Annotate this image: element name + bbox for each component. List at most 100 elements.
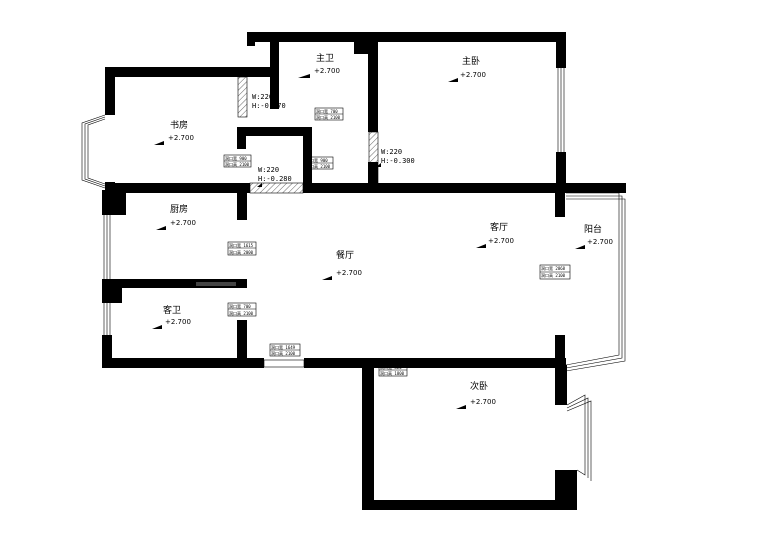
- beam-study: [237, 76, 248, 118]
- svg-text:洞口宽 700: 洞口宽 700: [316, 108, 338, 114]
- bed-window: [557, 68, 565, 152]
- study-bay-window: [81, 114, 106, 189]
- label-master-bath: 主卫: [316, 52, 334, 64]
- beams: [237, 76, 379, 194]
- svg-text:洞口宽 1649: 洞口宽 1649: [271, 344, 296, 350]
- wall-bottom-mid: [304, 358, 566, 368]
- elev-marker: [152, 325, 162, 329]
- elev-study: +2.700: [168, 134, 194, 142]
- door-tag-living: 洞口宽 2868 洞口高 2100: [539, 264, 571, 280]
- door-tag-kitchen: 洞口宽 1615 洞口高 2000: [227, 241, 257, 256]
- vent-grille: [321, 359, 339, 366]
- elev-marker: [476, 244, 486, 248]
- svg-text:洞口高 2000: 洞口高 2000: [229, 249, 254, 255]
- wall-kitchen-div: [237, 190, 247, 220]
- wall-study-inner-v: [237, 127, 246, 149]
- kitchen-window: [103, 215, 111, 279]
- elev-living: +2.700: [488, 237, 514, 245]
- svg-text:洞口宽 700: 洞口宽 700: [229, 303, 251, 309]
- wall-bed-right-top: [556, 32, 566, 68]
- wall-bed-right-bottom: [556, 152, 566, 192]
- wall-study-inner: [237, 127, 310, 136]
- beam-hall-w: W:220: [258, 166, 279, 174]
- wall-top-master: [247, 32, 565, 42]
- wall-mbath-left: [270, 40, 279, 75]
- wall-mbath-left-upper: [247, 32, 255, 46]
- kitchen-counter: [196, 282, 236, 286]
- svg-text:洞口宽 900: 洞口宽 900: [225, 155, 247, 161]
- label-living: 客厅: [490, 221, 508, 233]
- beam-bed-w: W:220: [381, 148, 402, 156]
- svg-text:洞口高 2100: 洞口高 2100: [229, 310, 254, 316]
- wall-kitchen-block: [102, 190, 126, 215]
- label-guest-bath: 客卫: [163, 304, 181, 316]
- label-kitchen: 厨房: [170, 203, 188, 215]
- door-tags: 洞口宽 700 洞口高 2100 洞口宽 900 洞口高 2100 洞口宽 90…: [223, 107, 571, 377]
- elev-second-bed: +2.700: [470, 398, 496, 406]
- beam-marker: [376, 163, 381, 167]
- beam-study-h: H:-0.370: [252, 102, 286, 110]
- label-second-bed: 次卧: [470, 380, 488, 392]
- elev-marker: [575, 245, 585, 249]
- windows: [81, 68, 626, 481]
- elev-kitchen: +2.700: [170, 219, 196, 227]
- elev-marker: [456, 405, 466, 409]
- svg-text:洞口宽 900: 洞口宽 900: [306, 157, 328, 163]
- svg-text:洞口宽 2868: 洞口宽 2868: [541, 265, 566, 271]
- wall-kitchen-bottom-block: [102, 279, 122, 303]
- svg-text:洞口高 2100: 洞口高 2100: [541, 272, 566, 278]
- beam-bed: [368, 131, 379, 186]
- wall-bottom-left: [102, 358, 264, 368]
- elev-dining: +2.700: [336, 269, 362, 277]
- door-tag-bed: 洞口宽 900 洞口高 2100: [304, 156, 334, 170]
- label-master-bed: 主卧: [462, 55, 480, 67]
- wall-sb-right-cap: [555, 395, 563, 405]
- svg-text:洞口高 2100: 洞口高 2100: [316, 114, 341, 120]
- wall-mid-right: [303, 183, 626, 193]
- wall-guest-left: [102, 335, 112, 367]
- wall-mbath-corner: [354, 32, 378, 54]
- elev-marker: [156, 226, 166, 230]
- wall-sb-right-bottom: [555, 470, 577, 510]
- beam-hall: [249, 182, 304, 194]
- beam-hall-h: H:-0.280: [258, 175, 292, 183]
- elev-guest-bath: +2.700: [165, 318, 191, 326]
- elev-marker: [322, 276, 332, 280]
- wall-living-right: [555, 335, 565, 375]
- entry-door[interactable]: [263, 359, 305, 368]
- svg-text:洞口宽 820: 洞口宽 820: [380, 364, 402, 370]
- wall-mbath-right: [368, 32, 378, 132]
- elev-marker: [298, 74, 310, 78]
- beam-notes: W:220 H:-0.370 W:220 H:-0.280 W:220 H:-0…: [252, 93, 415, 187]
- beam-bed-h: H:-0.300: [381, 157, 415, 165]
- svg-text:洞口高 2100: 洞口高 2100: [225, 161, 250, 167]
- label-balcony: 阳台: [584, 223, 602, 235]
- label-study: 书房: [170, 119, 188, 131]
- wall-guest-right: [237, 320, 247, 360]
- elev-marker: [448, 78, 458, 82]
- wall-kitchen-bottom: [102, 279, 247, 288]
- elev-marker: [154, 141, 164, 145]
- wall-sb-left: [362, 358, 374, 510]
- room-labels: 主卫 +2.700 主卧 +2.700 书房 +2.700 厨房 +2.700 …: [152, 52, 613, 409]
- door-tag-bath: 洞口宽 700 洞口高 2100: [314, 107, 344, 121]
- wall-sb-bottom: [362, 500, 577, 510]
- wall-study-top: [105, 67, 279, 77]
- svg-text:洞口高 1800: 洞口高 1800: [380, 370, 405, 376]
- wall-mid-left: [105, 183, 250, 193]
- wall-study-left-top: [105, 67, 115, 115]
- guest-window: [103, 303, 111, 335]
- door-tag-study: 洞口宽 900 洞口高 2100: [223, 154, 252, 168]
- door-tag-entry: 洞口宽 1649 洞口高 2100: [269, 343, 301, 357]
- elev-balcony: +2.700: [587, 238, 613, 246]
- door-tag-second: 洞口宽 820 洞口高 1800: [378, 363, 408, 377]
- wall-study-right: [270, 67, 279, 109]
- wall-balcony-stub: [555, 192, 565, 217]
- walls: [102, 32, 626, 510]
- balcony-glazing: [565, 192, 626, 372]
- svg-text:洞口宽 1615: 洞口宽 1615: [229, 242, 254, 248]
- door-tag-guest: 洞口宽 700 洞口高 2100: [227, 302, 257, 317]
- label-dining: 餐厅: [336, 249, 354, 261]
- elev-master-bed: +2.700: [460, 71, 486, 79]
